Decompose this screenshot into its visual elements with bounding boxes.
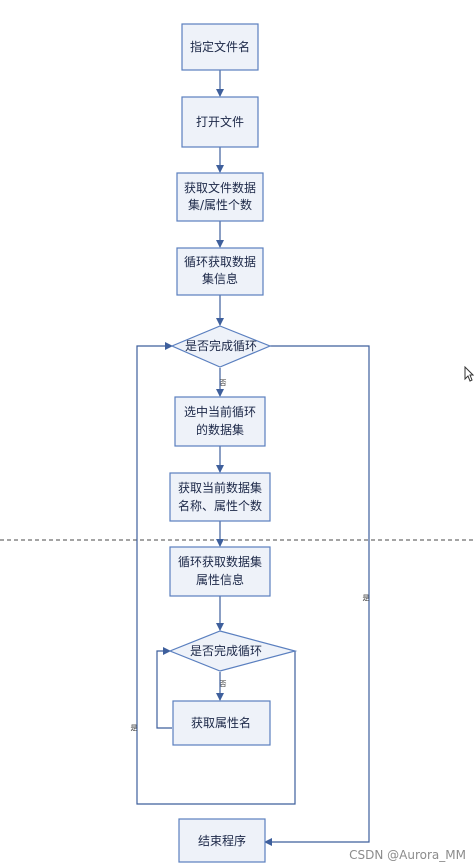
edge-label-loop-back: 是: [131, 724, 138, 732]
node-loop-get-attribute-info-label-1: 循环获取数据集: [178, 554, 262, 569]
node-loop-get-dataset-info-label-2: 集信息: [202, 271, 238, 286]
edge-label-d1-no: 否: [220, 379, 227, 387]
edge-label-d2-no: 否: [220, 680, 227, 688]
node-get-dataset-count-label-1: 获取文件数据: [184, 180, 256, 195]
node-specify-filename: [181, 23, 259, 71]
decision-outer-loop: [170, 325, 272, 368]
node-get-attribute-name-label: 获取属性名: [191, 715, 251, 730]
watermark: CSDN @Aurora_MM: [349, 848, 466, 862]
edge-loop-back-d1: [136, 342, 296, 805]
edge-label-d1-yes: 是: [363, 594, 370, 602]
decision-inner-loop-label: 是否完成循环: [190, 643, 262, 658]
edge-loop-back-d2: [156, 647, 172, 729]
node-open-file-label: 打开文件: [196, 114, 244, 129]
node-specify-filename-label: 指定文件名: [190, 39, 250, 54]
node-end-program: [178, 818, 266, 863]
node-get-current-dataset-name-label-2: 名称、属性个数: [178, 498, 262, 513]
edge-d1-exit: [264, 345, 370, 846]
node-get-current-dataset-name-label-1: 获取当前数据集: [178, 480, 262, 495]
node-get-current-dataset-name: [169, 472, 271, 522]
node-select-current-dataset-label-1: 选中当前循环: [184, 404, 256, 419]
node-get-dataset-count-label-2: 集/属性个数: [188, 197, 252, 212]
node-loop-get-dataset-info: [176, 247, 264, 296]
node-select-current-dataset-label-2: 的数据集: [196, 422, 244, 437]
mouse-cursor-icon: [464, 366, 474, 382]
node-open-file: [181, 96, 259, 148]
node-loop-get-attribute-info: [169, 546, 271, 597]
node-loop-get-dataset-info-label-1: 循环获取数据: [184, 254, 256, 269]
node-select-current-dataset: [174, 396, 266, 447]
decision-inner-loop: [168, 630, 298, 672]
node-end-program-label: 结束程序: [198, 833, 246, 848]
node-get-attribute-name: [172, 700, 271, 746]
node-loop-get-attribute-info-label-2: 属性信息: [196, 572, 244, 587]
decision-outer-loop-label: 是否完成循环: [185, 338, 257, 353]
node-get-dataset-count: [176, 172, 264, 222]
